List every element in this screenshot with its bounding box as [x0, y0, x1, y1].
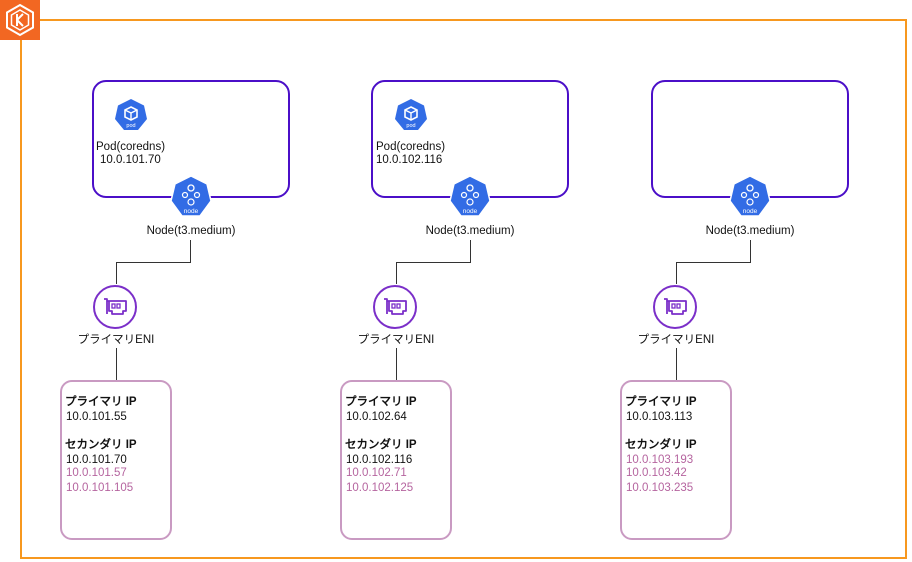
eni-icon	[92, 284, 138, 330]
ip-address-box	[620, 380, 732, 540]
connector-line	[676, 262, 751, 263]
node-label: Node(t3.medium)	[146, 225, 236, 237]
connector-line	[116, 262, 191, 263]
eni-icon	[372, 284, 418, 330]
secondary-ip-title: セカンダリ IP	[65, 439, 137, 451]
connector-line	[676, 348, 677, 381]
eni-label: プライマリENI	[357, 334, 435, 346]
secondary-ip: 10.0.103.193	[626, 454, 694, 466]
primary-ip-title: プライマリ IP	[625, 396, 697, 408]
node-icon: node	[169, 174, 213, 220]
connector-line	[396, 348, 397, 381]
node-icon-label: node	[743, 208, 758, 215]
pod-ip: 10.0.102.116	[376, 154, 443, 166]
secondary-ip: 10.0.101.57	[66, 467, 127, 479]
eks-cluster-group	[20, 19, 907, 559]
connector-line	[116, 348, 117, 381]
node-label: Node(t3.medium)	[705, 225, 795, 237]
eni-icon	[652, 284, 698, 330]
ip-address-box	[60, 380, 172, 540]
primary-ip: 10.0.103.113	[626, 411, 693, 423]
ip-address-box	[340, 380, 452, 540]
connector-line	[116, 262, 117, 284]
node-icon-label: node	[184, 208, 199, 215]
eks-icon	[0, 0, 40, 40]
secondary-ip: 10.0.103.235	[626, 482, 694, 494]
pod-ip: 10.0.101.70	[100, 154, 161, 166]
secondary-ip: 10.0.102.71	[346, 467, 407, 479]
primary-ip-title: プライマリ IP	[345, 396, 417, 408]
secondary-ip: 10.0.101.105	[66, 482, 134, 494]
secondary-ip-title: セカンダリ IP	[345, 439, 417, 451]
pod-label: Pod(coredns)	[376, 141, 446, 153]
pod-label: Pod(coredns)	[96, 141, 166, 153]
eni-label: プライマリENI	[77, 334, 155, 346]
connector-line	[396, 262, 471, 263]
node-icon-label: node	[463, 208, 478, 215]
secondary-ip: 10.0.102.116	[346, 454, 413, 466]
primary-ip: 10.0.102.64	[346, 411, 407, 423]
connector-line	[470, 240, 471, 262]
connector-line	[750, 240, 751, 262]
secondary-ip: 10.0.103.42	[626, 467, 687, 479]
connector-line	[396, 262, 397, 284]
pod-icon-label: pod	[126, 123, 135, 129]
node-icon: node	[448, 174, 492, 220]
node-label: Node(t3.medium)	[425, 225, 515, 237]
secondary-ip: 10.0.101.70	[66, 454, 127, 466]
pod-icon-label: pod	[406, 123, 415, 129]
pod-icon: pod	[114, 98, 148, 132]
connector-line	[190, 240, 191, 262]
connector-line	[676, 262, 677, 284]
node-icon: node	[728, 174, 772, 220]
secondary-ip-title: セカンダリ IP	[625, 439, 697, 451]
eni-label: プライマリENI	[637, 334, 715, 346]
primary-ip-title: プライマリ IP	[65, 396, 137, 408]
secondary-ip: 10.0.102.125	[346, 482, 414, 494]
pod-icon: pod	[394, 98, 428, 132]
primary-ip: 10.0.101.55	[66, 411, 127, 423]
